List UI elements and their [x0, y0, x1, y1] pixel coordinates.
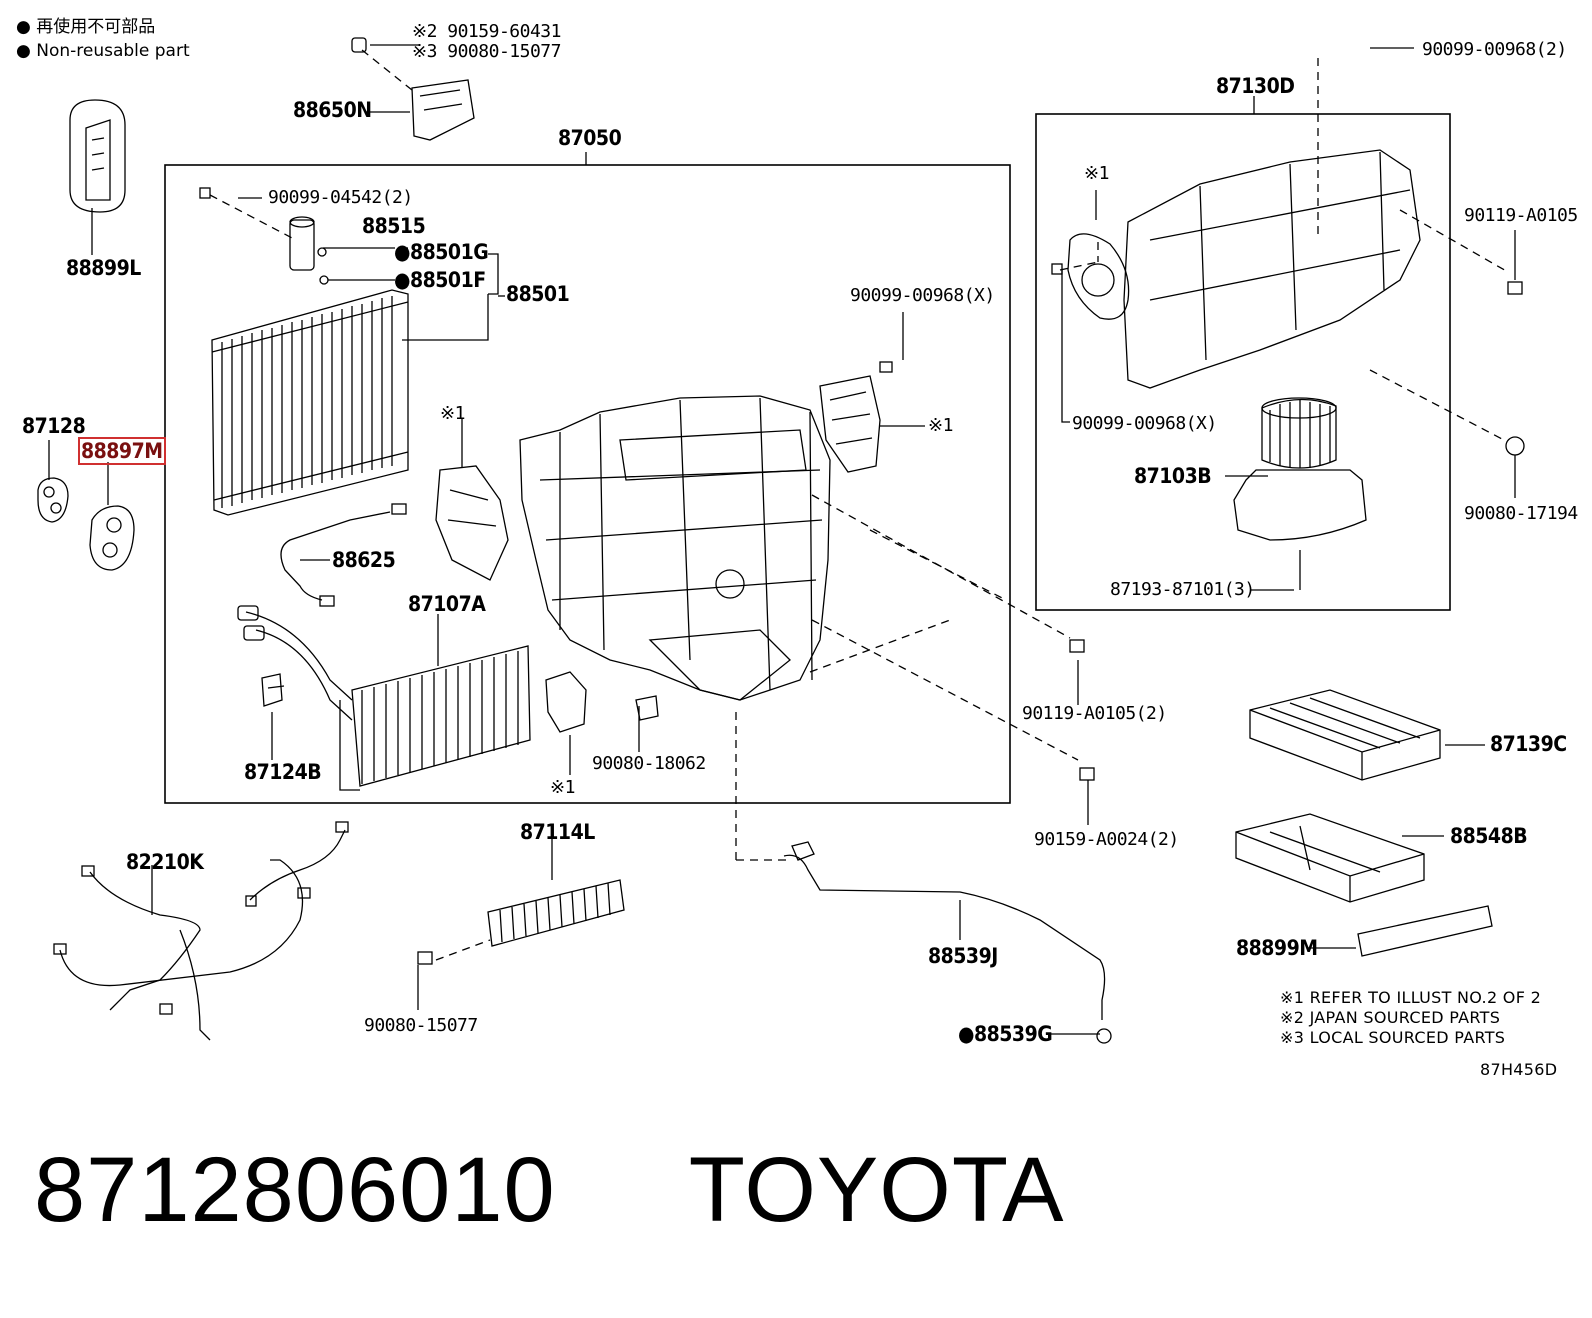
label-88650N[interactable]: 88650N [293, 98, 372, 122]
dashed-guides [209, 49, 1509, 961]
label-note1-b: ※1 [928, 415, 953, 436]
part-87124B [261, 673, 285, 707]
label-88515[interactable]: 88515 [362, 214, 426, 238]
part-90119-A0105-screw [1069, 281, 1523, 781]
label-90119-A0105-2[interactable]: 90119-A0105(2) [1022, 703, 1167, 724]
label-90080-15077-top[interactable]: ※3 90080-15077 [412, 41, 561, 62]
caption: 8712806010 TOYOTA [34, 1140, 1065, 1240]
label-90159-A0024[interactable]: 90159-A0024(2) [1034, 829, 1179, 850]
part-88899M [1357, 905, 1493, 957]
leader-lines [48, 44, 1516, 1035]
part-servo-right [819, 361, 893, 473]
label-88539G[interactable]: ●88539G [958, 1022, 1053, 1046]
part-90080-18062 [635, 695, 659, 721]
label-90099-00968-2[interactable]: 90099-00968(2) [1422, 39, 1567, 60]
part-88515 [199, 187, 329, 285]
part-87107A [237, 605, 531, 791]
label-90080-17194[interactable]: 90080-17194 [1464, 503, 1578, 524]
part-90080-17194 [1505, 436, 1525, 456]
label-87124B[interactable]: 87124B [244, 760, 322, 784]
label-88897M[interactable]: 88897M [78, 437, 166, 465]
label-82210K[interactable]: 82210K [126, 850, 204, 874]
part-87128 [37, 477, 69, 523]
label-90099-00968X-top[interactable]: 90099-00968(X) [850, 285, 995, 306]
legend-non-reusable: ● Non-reusable part [16, 41, 190, 61]
part-87139C [1249, 689, 1441, 781]
label-88899L[interactable]: 88899L [66, 256, 141, 280]
part-88625 [280, 503, 407, 607]
label-90099-04542[interactable]: 90099-04542(2) [268, 187, 413, 208]
highlighted-part-88897M[interactable]: 88897M [78, 437, 166, 465]
label-88501F[interactable]: ●88501F [394, 268, 486, 292]
label-87107A[interactable]: 87107A [408, 592, 486, 616]
label-88501G[interactable]: ●88501G [394, 240, 489, 264]
label-90119-A0105[interactable]: 90119-A0105 [1464, 205, 1578, 226]
legend-japanese: ● 再使用不可部品 [16, 17, 156, 37]
frame-87050 [164, 164, 1011, 804]
note-1: ※1 REFER TO ILLUST NO.2 OF 2 [1280, 988, 1542, 1007]
label-87050[interactable]: 87050 [558, 126, 622, 150]
illustration-code: 87H456D [1480, 1060, 1558, 1079]
label-90099-00968X-right[interactable]: 90099-00968(X) [1072, 413, 1217, 434]
label-87103B[interactable]: 87103B [1134, 464, 1212, 488]
caption-brand: TOYOTA [688, 1139, 1065, 1241]
label-88548B[interactable]: 88548B [1450, 824, 1528, 848]
caption-part-number: 8712806010 [34, 1139, 556, 1241]
part-88539J [783, 841, 1112, 1044]
part-88650N [351, 37, 475, 141]
label-87193-87101[interactable]: 87193-87101(3) [1110, 579, 1255, 600]
part-88899L [69, 99, 126, 213]
label-88501[interactable]: 88501 [506, 282, 570, 306]
part-88897M [89, 505, 135, 571]
label-88899M[interactable]: 88899M [1236, 936, 1318, 960]
part-88501 [211, 289, 409, 516]
label-88539J[interactable]: 88539J [928, 944, 998, 968]
part-87130D [1051, 149, 1421, 389]
part-87114L [417, 879, 625, 965]
part-servo-left [435, 465, 509, 581]
label-87139C[interactable]: 87139C [1490, 732, 1567, 756]
part-servo-bottom [545, 671, 587, 733]
note-2: ※2 JAPAN SOURCED PARTS [1280, 1008, 1501, 1027]
label-90080-15077-bottom[interactable]: 90080-15077 [364, 1015, 478, 1036]
label-90159-60431[interactable]: ※2 90159-60431 [412, 21, 561, 42]
label-88625[interactable]: 88625 [332, 548, 396, 572]
label-90080-18062[interactable]: 90080-18062 [592, 753, 706, 774]
part-87050-case [519, 395, 831, 701]
note-3: ※3 LOCAL SOURCED PARTS [1280, 1028, 1506, 1047]
label-note1-c: ※1 [550, 777, 575, 798]
part-88548B [1235, 813, 1425, 903]
label-note1-d: ※1 [1084, 163, 1109, 184]
label-87128[interactable]: 87128 [22, 414, 86, 438]
part-82210K [53, 821, 349, 1041]
frame-87130D [1035, 113, 1451, 611]
label-87130D[interactable]: 87130D [1216, 74, 1295, 98]
label-note1-a: ※1 [440, 403, 465, 424]
part-87103B-blower [1233, 397, 1367, 590]
label-87114L[interactable]: 87114L [520, 820, 595, 844]
